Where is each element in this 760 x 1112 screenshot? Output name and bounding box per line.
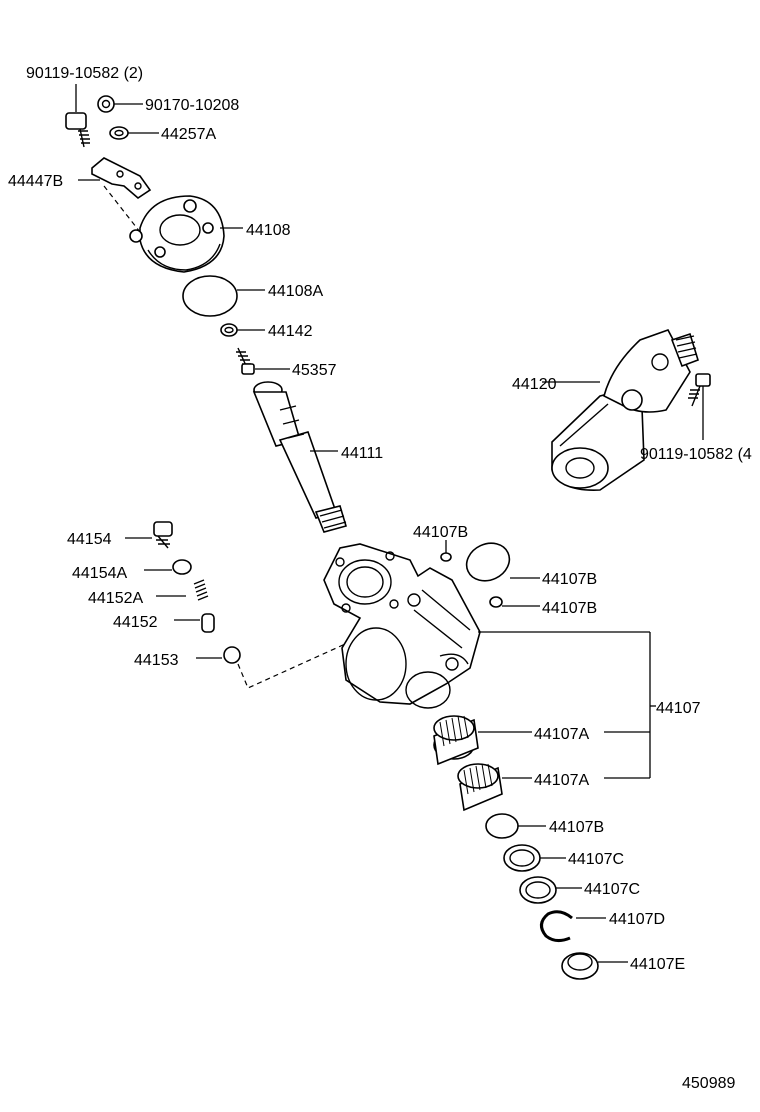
bearing-1 [433, 715, 532, 766]
ring-small [220, 323, 265, 337]
pin [174, 613, 215, 633]
housing [323, 543, 481, 709]
label-bolt-valve: 90119-10582 (4 [640, 446, 752, 463]
label-oring-large: 44107B [542, 571, 597, 588]
ball [196, 639, 355, 689]
label-seal-2: 44107C [584, 881, 640, 898]
label-bolt-top: 90119-10582 (2) [26, 65, 143, 82]
housing-group-bracket [478, 631, 656, 779]
bolt-valve [688, 373, 711, 440]
diagram-number: 450989 [682, 1075, 735, 1092]
label-bearing-1: 44107A [534, 726, 589, 743]
label-housing: 44107 [656, 700, 701, 717]
washer-top [109, 126, 159, 140]
bearing-2 [457, 763, 532, 812]
label-bush: 44107E [630, 956, 685, 973]
seal-1 [503, 844, 566, 872]
label-spring: 44152A [88, 590, 143, 607]
label-bearing-2: 44107A [534, 772, 589, 789]
screw [236, 347, 290, 375]
label-nut: 90170-10208 [145, 97, 239, 114]
nut [97, 95, 143, 113]
seal-2 [519, 876, 582, 904]
control-valve [542, 329, 699, 491]
cover [129, 195, 243, 273]
plug [125, 521, 173, 549]
label-pin: 44152 [113, 614, 158, 631]
bracket [78, 157, 152, 233]
label-oring-side: 44107B [542, 600, 597, 617]
oring-cover [182, 275, 265, 317]
label-cover: 44108 [246, 222, 291, 239]
oring-large [465, 542, 540, 582]
label-plug: 44154 [67, 531, 112, 548]
plug-gasket [144, 559, 192, 575]
label-washer-top: 44257A [161, 126, 216, 143]
shaft [252, 381, 348, 533]
label-shaft: 44111 [341, 445, 383, 462]
label-ring-small: 44142 [268, 323, 313, 340]
label-ball: 44153 [134, 652, 179, 669]
snap-ring [540, 910, 606, 943]
label-plug-gasket: 44154A [72, 565, 127, 582]
label-screw: 45357 [292, 362, 337, 379]
bolt-top [65, 84, 90, 148]
label-oring-cover: 44108A [268, 283, 323, 300]
label-valve: 44120 [512, 376, 557, 393]
label-ring-lower: 44107B [549, 819, 604, 836]
label-bracket: 44447B [8, 173, 63, 190]
label-oring-tiny: 44107B [413, 524, 468, 541]
oring-tiny [440, 540, 452, 562]
ring-lower [485, 813, 546, 839]
spring [156, 579, 209, 601]
label-seal-1: 44107C [568, 851, 624, 868]
oring-side [489, 596, 540, 608]
bush [561, 952, 628, 980]
label-snap-ring: 44107D [609, 911, 665, 928]
